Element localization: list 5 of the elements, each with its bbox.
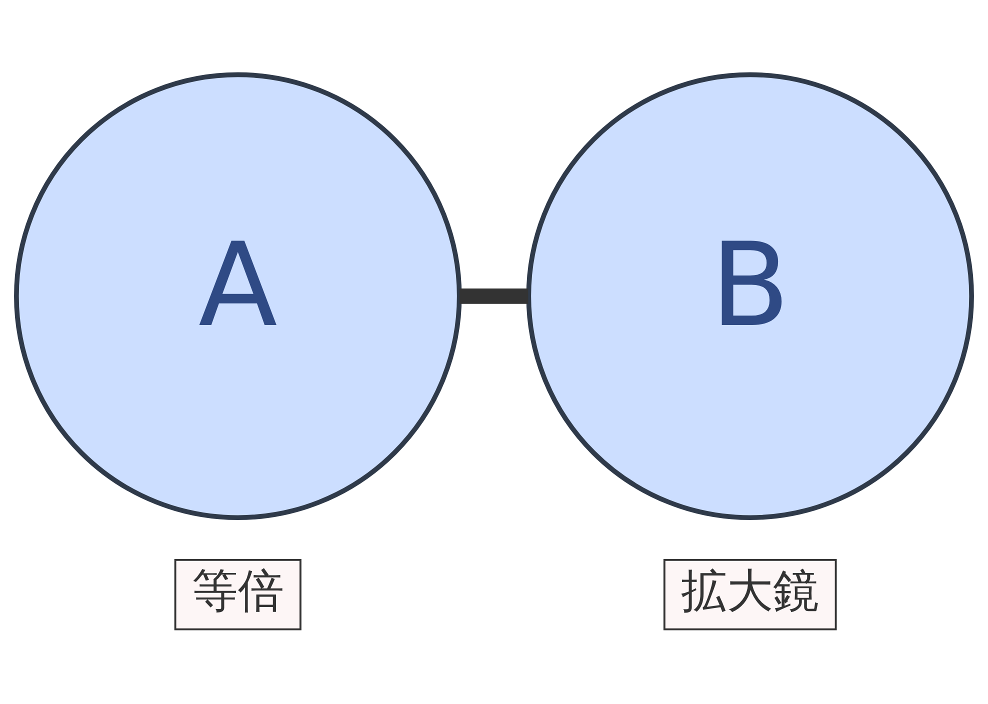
connector [460, 288, 528, 304]
node-label: 拡大鏡 [681, 564, 820, 618]
node-label: 等倍 [192, 564, 284, 618]
node-circle: B [526, 72, 974, 520]
node-circle: A [14, 72, 462, 520]
